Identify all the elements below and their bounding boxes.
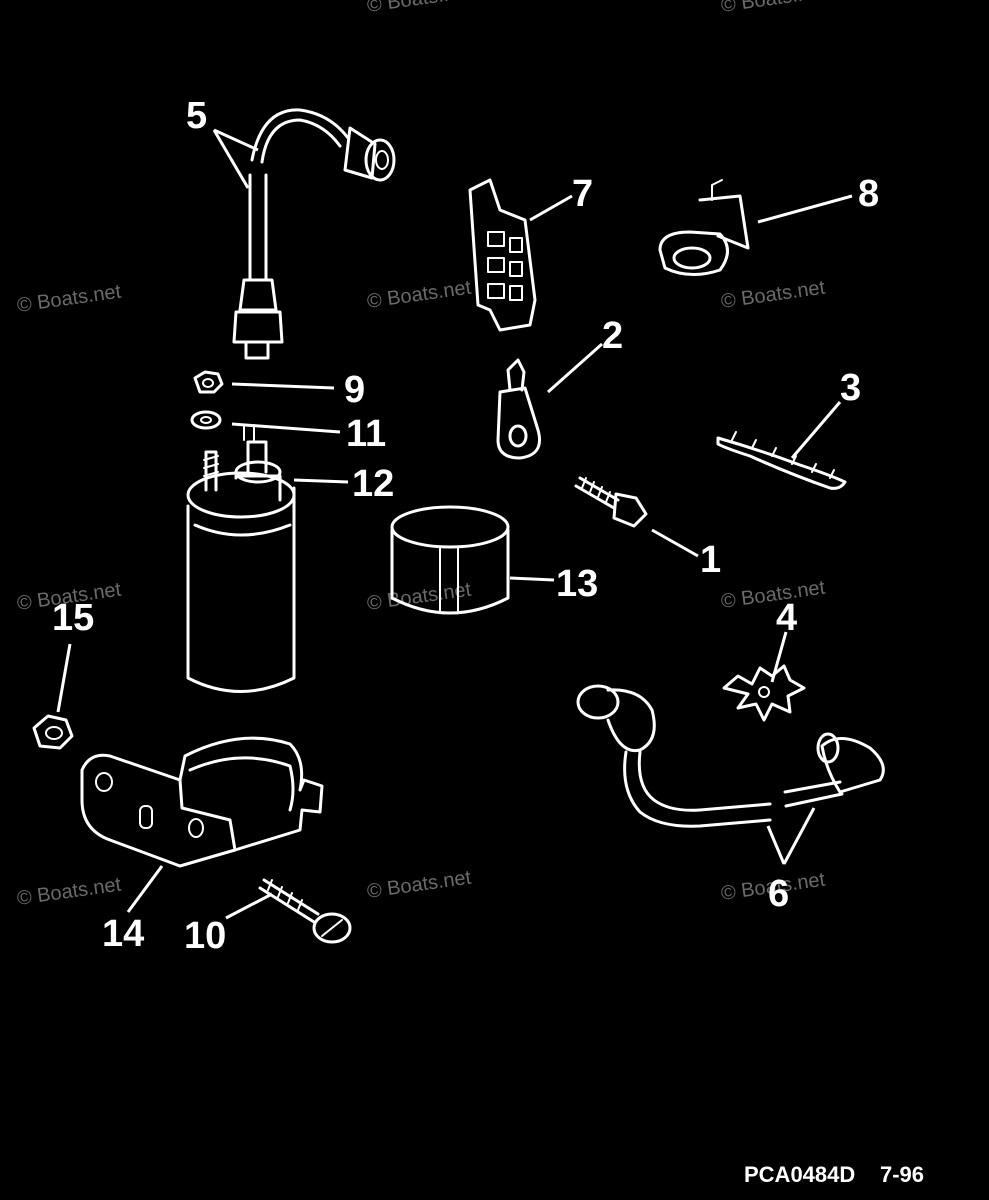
leader-4 — [770, 631, 788, 683]
part-10-screw — [258, 878, 352, 944]
leader-10 — [225, 892, 273, 920]
leader-9 — [231, 382, 335, 390]
part-4-star-washer — [722, 664, 806, 722]
footer: PCA0484D 7-96 — [744, 1162, 924, 1187]
leader-8 — [757, 194, 853, 224]
part-15-hex-nut — [32, 714, 74, 750]
leader-13 — [509, 576, 555, 582]
callout-14: 14 — [102, 913, 144, 955]
part-14-coil-bracket — [80, 736, 324, 868]
callout-1: 1 — [700, 539, 721, 581]
leader-3 — [790, 401, 842, 459]
leader-lines — [56, 128, 853, 920]
leader-15 — [56, 643, 72, 713]
callout-13: 13 — [556, 563, 598, 605]
watermarks: © Boats.net © Boats.net © Boats.net © Bo… — [16, 0, 827, 910]
leader-1 — [651, 528, 699, 558]
watermark: © Boats.net — [366, 277, 473, 313]
part-11-washer — [190, 410, 222, 430]
callout-15: 15 — [52, 597, 94, 639]
callout-2: 2 — [602, 315, 623, 357]
part-3-clip — [716, 431, 847, 490]
callout-5: 5 — [186, 95, 207, 137]
leader-5 — [212, 128, 259, 189]
watermark: © Boats.net — [16, 281, 123, 317]
drawing-date: 7-96 — [880, 1162, 924, 1187]
watermark: © Boats.net — [16, 874, 123, 910]
drawing-code: PCA0484D — [744, 1162, 855, 1187]
part-5-lead-wire — [232, 108, 396, 360]
leader-6 — [766, 807, 816, 865]
watermark: © Boats.net — [720, 277, 827, 313]
part-13-sleeve — [390, 505, 510, 615]
callout-9: 9 — [344, 369, 365, 411]
callout-10: 10 — [184, 915, 226, 957]
part-2-ring-terminal — [496, 358, 541, 460]
part-7-terminal-block — [468, 178, 537, 332]
callout-3: 3 — [840, 367, 861, 409]
callout-4: 4 — [776, 597, 797, 639]
leader-7 — [529, 194, 573, 222]
watermark: © Boats.net — [720, 577, 827, 613]
watermark: © Boats.net — [366, 0, 473, 17]
part-6-spark-plug-lead — [576, 684, 885, 828]
callout-6: 6 — [768, 873, 789, 915]
leader-11 — [231, 422, 341, 434]
leader-2 — [547, 342, 603, 394]
part-8-terminal-bracket — [658, 179, 750, 276]
callout-8: 8 — [858, 173, 879, 215]
leader-14 — [126, 865, 164, 913]
part-9-nut — [193, 370, 224, 394]
leader-12 — [293, 478, 349, 484]
part-12-ignition-coil — [186, 424, 296, 693]
watermark: © Boats.net — [720, 0, 827, 17]
watermark: © Boats.net — [366, 867, 473, 903]
part-1-bolt — [574, 476, 648, 528]
callout-7: 7 — [572, 173, 593, 215]
callout-11: 11 — [346, 413, 386, 455]
callouts: 5 7 8 2 9 3 11 12 1 13 4 15 6 14 10 — [52, 95, 879, 957]
callout-12: 12 — [352, 463, 394, 505]
